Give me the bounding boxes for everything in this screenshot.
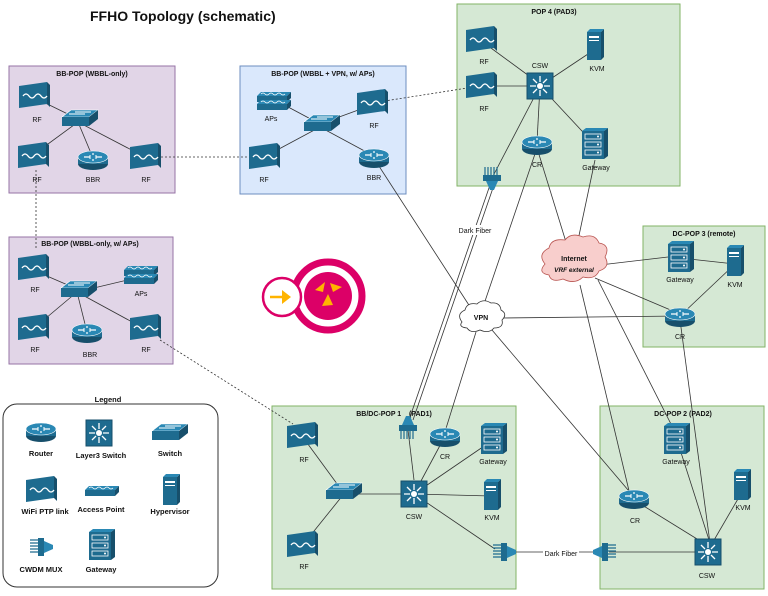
legend-wifi-label: WiFi PTP link <box>21 507 69 516</box>
rf-wifi-icon <box>129 313 162 341</box>
router-icon <box>358 148 390 169</box>
site-dc-pop2-title: DC-POP 2 (PAD2) <box>654 411 712 418</box>
bbr-label: BBR <box>367 175 381 182</box>
router-icon <box>25 422 57 443</box>
cr-label: CR <box>630 518 640 525</box>
cr-label: CR <box>675 334 685 341</box>
rf-label: RF <box>369 123 378 130</box>
vpn-cloud: VPN <box>459 300 506 332</box>
legend-title: Legend <box>95 395 122 404</box>
dark-fiber-label-bg <box>458 225 492 235</box>
rf-label: RF <box>32 117 41 124</box>
gateway-label: Gateway <box>582 165 610 172</box>
site-bb-pop-wbbl-title: BB-POP (WBBL-only) <box>56 71 127 78</box>
gateway-label: Gateway <box>666 277 694 284</box>
gateway-label: Gateway <box>479 459 507 466</box>
cr-label: CR <box>532 162 542 169</box>
aps-label: APs <box>135 291 148 298</box>
layer3-switch-icon <box>85 419 113 447</box>
rf-label: RF <box>141 177 150 184</box>
gateway-label: Gateway <box>662 459 690 466</box>
router-icon <box>71 323 103 344</box>
gateway-icon <box>667 240 695 273</box>
dark-fiber-label-bg <box>543 548 579 558</box>
layer3-switch-icon <box>526 72 554 100</box>
kvm-label: KVM <box>484 515 499 522</box>
router-icon <box>429 427 461 448</box>
dark-fiber-label: Dark Fiber <box>459 228 492 235</box>
router-icon <box>618 489 650 510</box>
access-point-icon <box>84 485 120 497</box>
rf-label: RF <box>479 106 488 113</box>
legend-switch-label: Switch <box>158 449 183 458</box>
rf-label: RF <box>299 457 308 464</box>
internet-sublabel: VRF external <box>554 267 594 274</box>
gateway-icon <box>663 422 691 455</box>
rf-label: RF <box>32 177 41 184</box>
legend-hypervisor-label: Hypervisor <box>150 507 189 516</box>
rf-label: RF <box>30 347 39 354</box>
legend-gateway-label: Gateway <box>86 565 118 574</box>
site-bb-pop-vpn-title: BB-POP (WBBL + VPN, w/ APs) <box>271 71 375 78</box>
site-dc-pop3-title: DC-POP 3 (remote) <box>673 231 736 238</box>
kvm-label: KVM <box>589 66 604 73</box>
gateway-icon <box>581 127 609 160</box>
legend-l3switch-label: Layer3 Switch <box>76 451 127 460</box>
hypervisor-icon <box>587 29 604 60</box>
layer3-switch-icon <box>694 538 722 566</box>
site-dc-pop3 <box>642 225 766 348</box>
csw-label: CSW <box>406 514 423 521</box>
rf-wifi-icon <box>356 88 389 116</box>
internet-label: Internet <box>561 256 587 263</box>
router-icon <box>77 150 109 171</box>
legend-cwdm-label: CWDM MUX <box>20 565 63 574</box>
rf-wifi-icon <box>17 141 50 169</box>
rf-wifi-icon <box>465 71 498 99</box>
hypervisor-icon <box>484 479 501 510</box>
access-point-icon <box>256 99 292 111</box>
aps-label: APs <box>265 116 278 123</box>
hypervisor-icon <box>727 245 744 276</box>
internet-cloud: Internet VRF external <box>541 234 608 282</box>
legend-ap-label: Access Point <box>77 505 125 514</box>
rf-wifi-icon <box>465 25 498 53</box>
rf-label: RF <box>299 564 308 571</box>
diagram-title: FFHO Topology (schematic) <box>90 8 276 24</box>
rf-wifi-icon <box>286 530 319 558</box>
csw-label: CSW <box>532 63 549 70</box>
layer3-switch-icon <box>400 480 428 508</box>
rf-label: RF <box>479 59 488 66</box>
rf-label: RF <box>141 347 150 354</box>
rf-wifi-icon <box>286 421 319 449</box>
rf-label: RF <box>259 177 268 184</box>
rf-wifi-icon <box>18 81 51 109</box>
kvm-label: KVM <box>727 282 742 289</box>
rf-wifi-icon <box>17 253 50 281</box>
rf-label: RF <box>30 287 39 294</box>
legend-router-label: Router <box>29 449 53 458</box>
csw-label: CSW <box>699 573 716 580</box>
hypervisor-icon <box>163 474 180 505</box>
kvm-label: KVM <box>735 505 750 512</box>
rf-wifi-icon <box>17 313 50 341</box>
router-icon <box>521 135 553 156</box>
cr-label: CR <box>440 454 450 461</box>
vpn-label: VPN <box>474 315 488 322</box>
site-pop4-title: POP 4 (PAD3) <box>531 9 576 16</box>
gateway-icon <box>88 528 116 561</box>
bbr-label: BBR <box>86 177 100 184</box>
router-icon <box>664 307 696 328</box>
rf-wifi-icon <box>25 475 58 503</box>
dark-fiber-label: Dark Fiber <box>545 551 578 558</box>
hypervisor-icon <box>734 469 751 500</box>
access-point-icon <box>123 273 159 285</box>
bbr-label: BBR <box>83 352 97 359</box>
ffho-logo <box>261 258 366 334</box>
site-bb-pop-aps-title: BB-POP (WBBL-only, w/ APs) <box>41 241 138 248</box>
gateway-icon <box>480 422 508 455</box>
rf-wifi-icon <box>129 142 162 170</box>
site-bb-dc-pop1-title: BB/DC-POP 1 (PAD1) <box>356 411 432 418</box>
rf-wifi-icon <box>248 142 281 170</box>
